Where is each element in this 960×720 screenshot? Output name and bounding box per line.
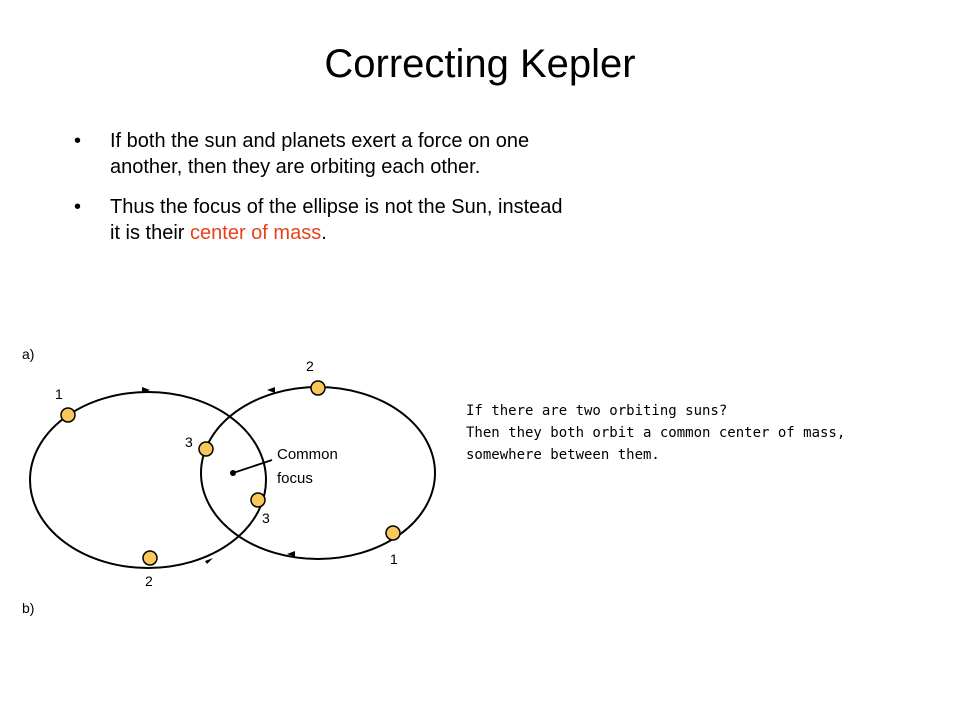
bullet-item: • Thus the focus of the ellipse is not t… xyxy=(74,194,574,246)
panel-b-label: b) xyxy=(22,600,34,616)
body-right-3-label: 3 xyxy=(185,434,193,450)
bullet-text-end: . xyxy=(321,222,327,244)
direction-arrow xyxy=(205,558,213,564)
direction-arrow xyxy=(267,387,275,393)
body-right-1-label: 1 xyxy=(390,551,398,567)
slide-title: Correcting Kepler xyxy=(324,42,636,86)
body-right-1 xyxy=(385,525,401,541)
direction-arrow xyxy=(287,551,295,557)
orbit-diagram: a) b) Common focus 1 2 3 1 2 3 xyxy=(22,346,436,616)
note-line: somewhere between them. xyxy=(466,447,660,463)
direction-arrow xyxy=(142,387,150,393)
bullet-item: • If both the sun and planets exert a fo… xyxy=(74,128,574,180)
bullet-dot: • xyxy=(74,130,82,152)
body-right-2 xyxy=(310,380,326,396)
note-line: Then they both orbit a common center of … xyxy=(466,425,846,441)
body-left-3 xyxy=(250,492,266,508)
left-orbit xyxy=(29,391,267,569)
center-of-mass-highlight: center of mass xyxy=(190,222,322,244)
bullet-text: Thus the focus of the ellipse is not the… xyxy=(110,196,563,244)
note-line: If there are two orbiting suns? xyxy=(466,403,728,419)
body-left-1 xyxy=(60,407,76,423)
body-right-3 xyxy=(198,441,214,457)
body-left-2-label: 2 xyxy=(145,573,153,589)
common-focus-label: Common xyxy=(277,446,338,463)
note-text: If there are two orbiting suns? Then the… xyxy=(466,400,946,466)
bullet-text: If both the sun and planets exert a forc… xyxy=(110,130,530,178)
body-left-1-label: 1 xyxy=(55,386,63,402)
body-left-3-label: 3 xyxy=(262,510,270,526)
body-right-2-label: 2 xyxy=(306,358,314,374)
common-focus-label: focus xyxy=(277,470,313,487)
bullet-dot: • xyxy=(74,196,82,218)
panel-a-label: a) xyxy=(22,346,34,362)
body-left-2 xyxy=(142,550,158,566)
bullet-list: • If both the sun and planets exert a fo… xyxy=(74,128,574,260)
focus-pointer-line xyxy=(232,459,273,474)
